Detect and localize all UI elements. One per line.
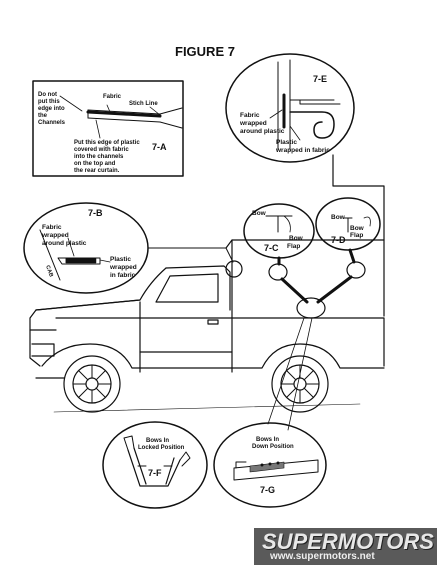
7b-leader	[147, 247, 234, 263]
7g-label: 7-G	[260, 485, 275, 495]
7b-label: 7-B	[88, 208, 103, 218]
7b-plastic-1: Plastic	[110, 256, 131, 263]
7c-label: 7-C	[264, 243, 279, 253]
7a-stitch-line-label: Stich Line	[129, 101, 158, 107]
7a-note-left-4: the	[38, 113, 48, 119]
7a-note-bottom-1: Put this edge of plastic	[74, 140, 140, 146]
7a-label: 7-A	[152, 142, 167, 152]
7b-cab-label: CAB	[44, 265, 54, 278]
7b-plastic-3: in fabric	[110, 272, 136, 279]
7a-note-left-1: Do not	[38, 92, 57, 98]
watermark-logo: SUPERMOTORS	[262, 529, 434, 554]
7e-plastic-2: wrapped in fabric	[275, 147, 330, 154]
figure-title: FIGURE 7	[175, 44, 235, 59]
7c-flap-1: Bow	[289, 235, 304, 242]
watermark-url: www.supermotors.net	[270, 551, 375, 562]
truck-illustration	[29, 239, 385, 413]
7a-note-left-3: edge into	[38, 106, 65, 112]
detail-7d	[315, 197, 381, 251]
7a-note-bottom-5: the rear curtain.	[74, 168, 120, 174]
7g-bows-2: Down Position	[252, 444, 294, 450]
7f-label: 7-F	[148, 468, 162, 478]
callout-7b	[225, 260, 243, 278]
7b-plastic-2: wrapped	[109, 264, 137, 271]
7c-bow-label: Bow	[252, 210, 267, 217]
detail-7g	[213, 422, 327, 508]
detail-7a	[32, 80, 184, 177]
7g-bows-1: Bows In	[256, 437, 279, 443]
7d-flap-1: Bow	[350, 225, 365, 232]
7b-fabric-1: Fabric	[42, 224, 62, 231]
7a-fabric-label: Fabric	[103, 94, 122, 100]
7e-fabric-3: around plastic	[240, 128, 285, 135]
7f-bows-2: Locked Position	[138, 445, 185, 451]
7e-fabric-2: wrapped	[239, 120, 267, 127]
detail-7e	[225, 53, 355, 163]
7e-fabric-1: Fabric	[240, 112, 260, 119]
callout-7c	[268, 263, 288, 281]
7e-label: 7-E	[313, 74, 327, 84]
7b-fabric-2: wrapped	[41, 232, 69, 239]
7e-plastic-1: Plastic	[276, 139, 297, 146]
watermark-banner	[254, 528, 437, 565]
7b-fabric-3: around plastic	[42, 240, 87, 247]
7f-bows-1: Bows In	[146, 438, 169, 444]
7d-bow-label: Bow	[331, 214, 346, 221]
detail-7b	[23, 202, 149, 294]
7d-flap-2: Flap	[350, 232, 363, 239]
7c-flap-2: Flap	[287, 243, 300, 250]
callout-7d	[346, 261, 366, 279]
7a-note-bottom-4: on the top and	[74, 161, 116, 167]
7a-note-left-2: put this	[38, 99, 60, 105]
7a-note-bottom-2: covered with fabric	[74, 147, 129, 153]
7f-7g-leaders	[267, 317, 313, 431]
7a-note-bottom-3: into the channels	[74, 154, 124, 160]
detail-7f	[102, 421, 208, 509]
callout-leaders	[277, 248, 356, 304]
canopy-rear-outline	[332, 154, 385, 317]
7a-note-left-5: Channels	[38, 120, 66, 126]
